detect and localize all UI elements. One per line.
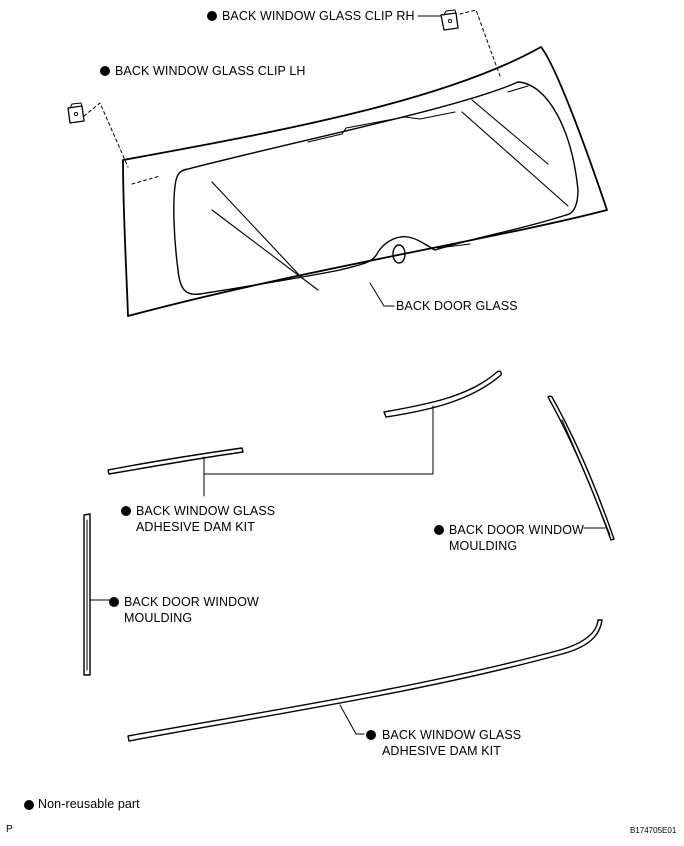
label-back-door-glass: BACK DOOR GLASS — [396, 299, 518, 313]
back-door-glass — [122, 46, 608, 317]
label-dam-kit-lower-line1: BACK WINDOW GLASS — [382, 728, 522, 742]
dam-kit-upper-strips — [107, 370, 502, 475]
non-reusable-marker-icon — [366, 730, 376, 740]
clip-install-lines — [83, 9, 501, 185]
non-reusable-marker-icon — [434, 525, 444, 535]
non-reusable-marker-icon — [207, 11, 217, 21]
legend-marker-icon — [24, 800, 34, 810]
label-moulding-left-line2: MOULDING — [124, 611, 193, 625]
clip-rh-icon — [440, 9, 459, 31]
non-reusable-marker-icon — [100, 66, 110, 76]
label-clip-lh: BACK WINDOW GLASS CLIP LH — [115, 64, 306, 78]
non-reusable-marker-icon — [121, 506, 131, 516]
moulding-left-strip — [83, 513, 91, 676]
label-moulding-left-line1: BACK DOOR WINDOW — [124, 595, 259, 609]
label-moulding-right-line1: BACK DOOR WINDOW — [449, 523, 584, 537]
non-reusable-marker-icon — [109, 597, 119, 607]
corner-code-right: B174705E01 — [630, 826, 677, 835]
label-moulding-right-line2: MOULDING — [449, 539, 518, 553]
moulding-right-strip — [547, 395, 615, 541]
label-clip-rh: BACK WINDOW GLASS CLIP RH — [222, 9, 415, 23]
dam-kit-lower-strip — [127, 619, 603, 742]
label-dam-kit-upper-line1: BACK WINDOW GLASS — [136, 504, 276, 518]
legend-non-reusable: Non-reusable part — [38, 797, 140, 811]
corner-code-left: P — [6, 824, 13, 835]
clip-lh-icon — [67, 102, 85, 124]
label-dam-kit-upper-line2: ADHESIVE DAM KIT — [136, 520, 255, 534]
label-dam-kit-lower-line2: ADHESIVE DAM KIT — [382, 744, 501, 758]
